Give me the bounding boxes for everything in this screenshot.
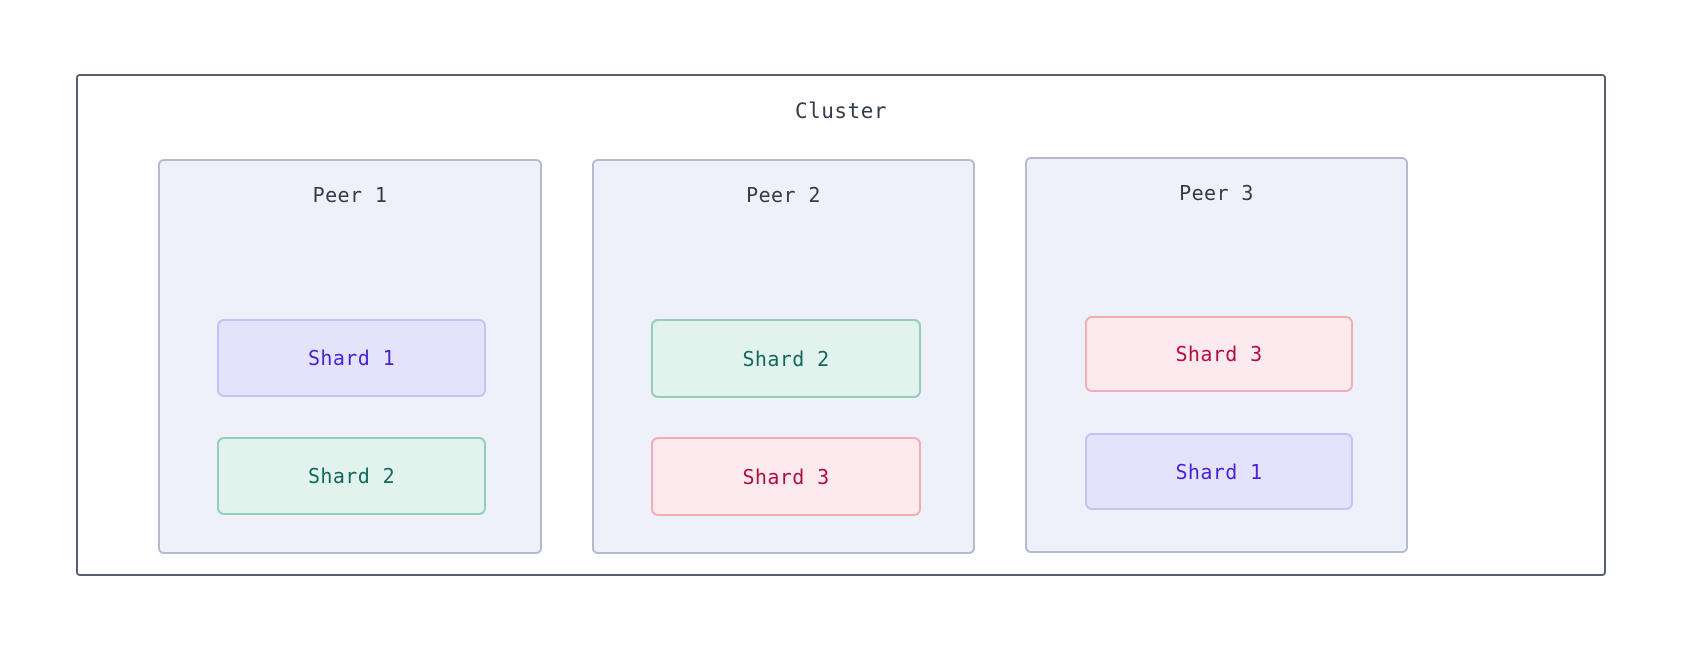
peer-node-3[interactable]: Peer 3 Shard 3 Shard 1	[1025, 157, 1408, 553]
peer-label: Peer 3	[1179, 181, 1254, 205]
shard-chip[interactable]: Shard 3	[651, 437, 921, 516]
peer-node-2[interactable]: Peer 2 Shard 2 Shard 3	[592, 159, 975, 554]
peer-label: Peer 1	[312, 183, 388, 207]
peer-row: Peer 1 Shard 1 Shard 2 Peer 2 Shard 2 Sh…	[78, 76, 1604, 574]
shard-chip[interactable]: Shard 1	[217, 319, 486, 397]
shard-chip[interactable]: Shard 1	[1085, 433, 1353, 510]
shard-chip[interactable]: Shard 2	[217, 437, 486, 515]
cluster-container: Cluster Peer 1 Shard 1 Shard 2 Peer 2 Sh…	[76, 74, 1606, 576]
shard-chip[interactable]: Shard 3	[1085, 316, 1353, 392]
peer-node-1[interactable]: Peer 1 Shard 1 Shard 2	[158, 159, 542, 554]
peer-label: Peer 2	[746, 183, 821, 207]
shard-chip[interactable]: Shard 2	[651, 319, 921, 398]
cluster-title: Cluster	[794, 99, 887, 123]
